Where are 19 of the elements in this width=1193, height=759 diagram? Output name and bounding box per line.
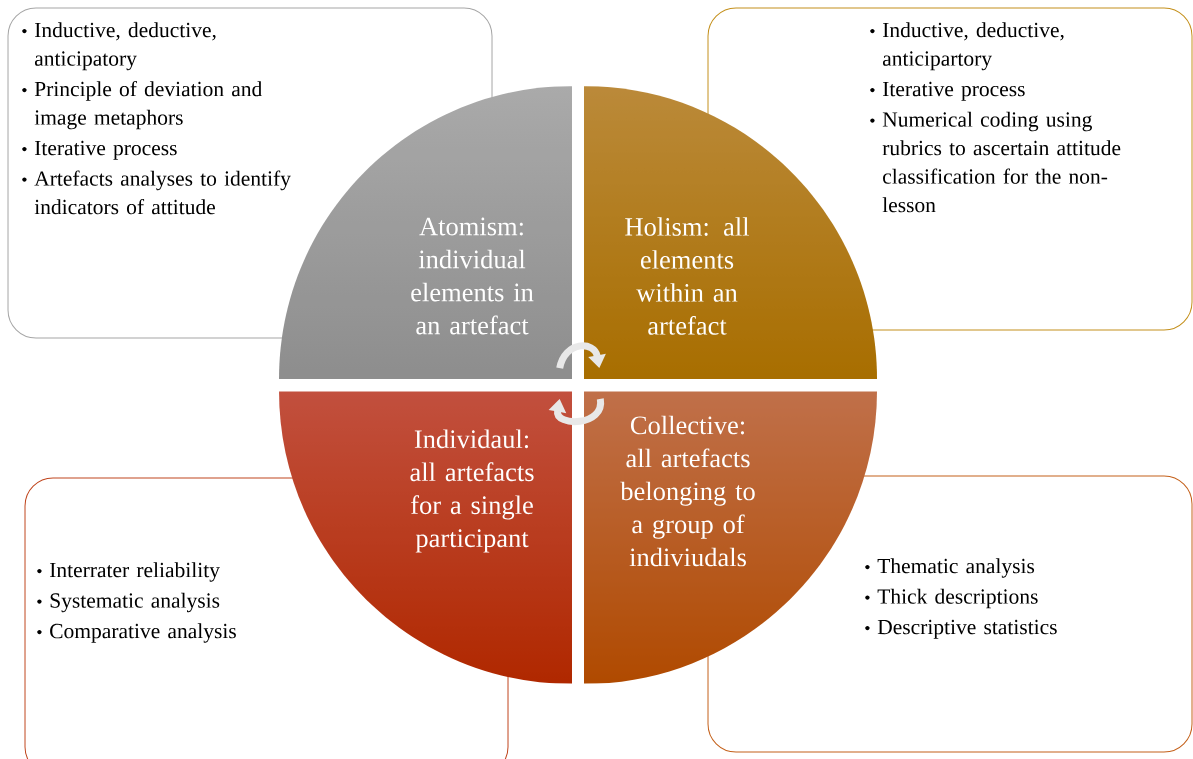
bullet-item: Systematic analysis bbox=[37, 592, 220, 613]
circle-quadrant: Individaul: all artefacts for a single participant bbox=[410, 429, 534, 553]
curved-arrow bbox=[548, 398, 604, 426]
bullet-item: Iterative process bbox=[22, 140, 177, 160]
bullet-item: Iterative process bbox=[870, 81, 1025, 101]
circle-quadrant: Atomism: individual elements in an artefact bbox=[411, 217, 534, 335]
bullet-item: Inductive, deductive, anticipatory bbox=[22, 22, 216, 71]
circle-quadrant: Holism: all elements within an artefact bbox=[625, 217, 750, 335]
bullet-item: Thematic analysis bbox=[865, 558, 1035, 578]
bullet-item: Principle of deviation and image metaphors bbox=[22, 81, 263, 130]
bullet-item: Inductive, deductive, anticipartory bbox=[870, 22, 1064, 71]
bullet-item: Artefacts analyses to identify indicators of attitude bbox=[22, 170, 291, 215]
bullet-item: Numerical coding using rubrics to ascertain attitude classification for the non-lesson bbox=[870, 111, 1121, 213]
circle-quadrant: Collective: all artefacts belonging to a group of indiviudals bbox=[620, 415, 755, 567]
bullet-item: Interrater reliability bbox=[37, 562, 220, 582]
bullet-item: Thick descriptions bbox=[865, 588, 1038, 609]
bullet-item: Descriptive statistics bbox=[865, 619, 1057, 639]
bullet-item: Comparative analysis bbox=[37, 623, 236, 643]
curved-arrow bbox=[556, 342, 606, 370]
